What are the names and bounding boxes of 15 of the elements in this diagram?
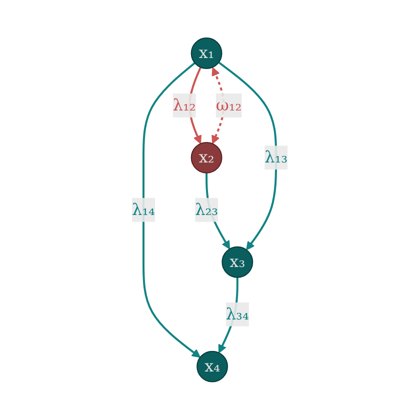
arrow [206,173,230,250]
edge-label: λ₂₃ [195,200,218,219]
node-circle: x₂ [191,142,222,174]
arrow [142,62,201,358]
arrow [188,66,202,144]
node-circle: x₁ [191,38,222,70]
edge-label: ω₁₂ [216,96,242,115]
edge-label: λ₁₂ [173,96,196,115]
arrow [218,277,239,354]
node-circle: x₄ [196,350,228,382]
edge-label: λ₃₄ [226,304,250,324]
edge-label: λ₁₄ [132,200,156,219]
node-circle: x₃ [222,246,254,278]
arrow [218,62,278,250]
edge-label: λ₁₃ [264,148,288,167]
